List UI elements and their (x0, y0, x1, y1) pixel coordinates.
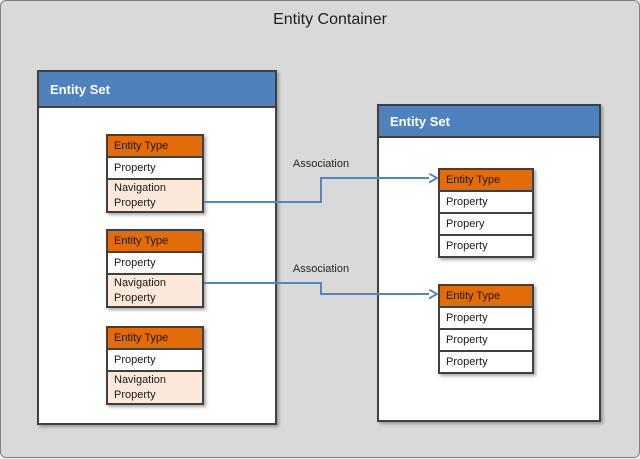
entity-type-header: Entity Type (108, 328, 202, 350)
entity-type-header: Entity Type (440, 170, 532, 192)
entity-set-right: Entity Set (377, 104, 601, 422)
navigation-property-row: Navigation Property (108, 275, 202, 306)
entity-type-table-left-2: Entity Type Property Navigation Property (106, 229, 204, 308)
property-row: Property (440, 330, 532, 352)
property-row: Property (440, 352, 532, 372)
entity-set-right-header: Entity Set (379, 106, 599, 138)
entity-type-header: Entity Type (440, 286, 532, 308)
navigation-property-row: Navigation Property (108, 180, 202, 211)
property-row: Property (440, 192, 532, 214)
property-row: Property (440, 308, 532, 330)
entity-type-table-right-2: Entity Type Property Property Property (438, 284, 534, 374)
entity-type-header: Entity Type (108, 231, 202, 253)
property-row: Property (108, 253, 202, 275)
entity-type-table-right-1: Entity Type Property Propery Property (438, 168, 534, 258)
property-row: Property (440, 236, 532, 256)
entity-set-left-header: Entity Set (39, 72, 275, 108)
navigation-property-row: Navigation Property (108, 372, 202, 403)
association-label-1: Association (292, 158, 350, 170)
property-row: Property (108, 158, 202, 180)
property-row: Property (108, 350, 202, 372)
association-label-2: Association (292, 263, 350, 275)
entity-type-table-left-3: Entity Type Property Navigation Property (106, 326, 204, 405)
page-title: Entity Container (273, 11, 387, 28)
entity-type-header: Entity Type (108, 136, 202, 158)
property-row: Propery (440, 214, 532, 236)
entity-type-table-left-1: Entity Type Property Navigation Property (106, 134, 204, 213)
